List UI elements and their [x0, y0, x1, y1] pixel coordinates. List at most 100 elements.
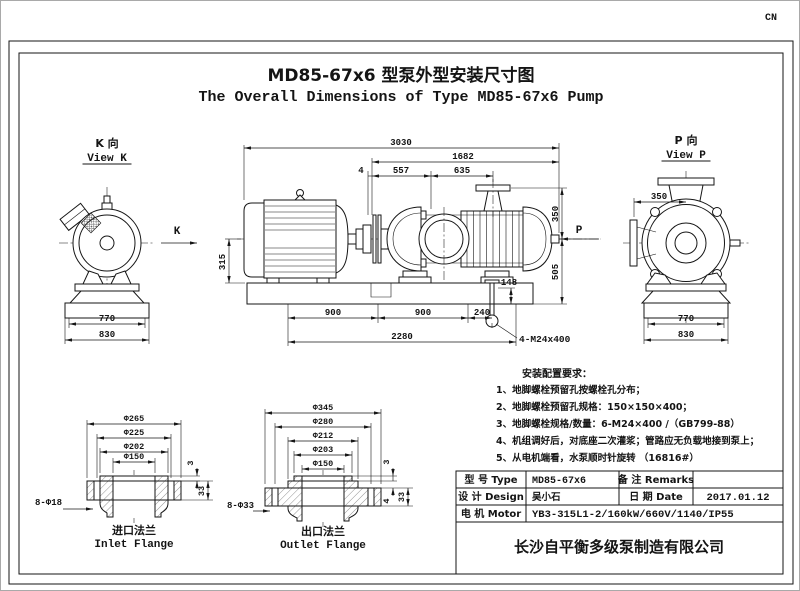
- dim-240: 240: [474, 308, 490, 318]
- inlet-flange-detail: Φ265 Φ225 Φ202 Φ150 8-Φ18 3 33 进口法兰 Inle…: [35, 414, 213, 551]
- dim-2280: 2280: [391, 332, 413, 342]
- motor-shaft-hub: [99, 235, 115, 251]
- dim-p-770: 770: [678, 314, 694, 324]
- drawing-title: MD85-67x6 型泵外型安装尺寸图 The Overall Dimensio…: [198, 65, 603, 106]
- outlet-flange-dimensions: Φ345 Φ280 Φ212 Φ203 Φ150 8-Φ33 3 4 33: [227, 403, 413, 513]
- main-top-dimensions: 3030 1682 4 557 635: [243, 138, 560, 233]
- dim-p-350: 350: [651, 192, 667, 202]
- view-p-dimensions: 350 770 830: [633, 192, 729, 344]
- outlet-flange-detail: Φ345 Φ280 Φ212 Φ203 Φ150 8-Φ33 3 4 33: [227, 403, 413, 552]
- main-right-dimensions: 350 505 148: [498, 187, 567, 305]
- dim-inlet-d202: Φ202: [124, 442, 144, 452]
- motor-foot-left: [266, 277, 280, 284]
- dim-350-main: 350: [551, 206, 561, 222]
- pump-stage-casing: [460, 210, 524, 268]
- k-base-block: [64, 302, 150, 319]
- p-suction-flange: [629, 219, 638, 267]
- corner-language-label: CN: [765, 13, 777, 24]
- date-label: 日 期 Date: [629, 490, 683, 503]
- view-k-title-en: View K: [87, 153, 127, 165]
- note-item-4: 4、机组调好后，对底座二次灌浆；管路应无负载地接到泵上；: [496, 435, 759, 447]
- motor-top-stub-cap: [103, 195, 111, 204]
- view-k-title-zh: K 向: [95, 136, 118, 150]
- dim-inlet-d265: Φ265: [124, 414, 144, 424]
- main-view: 4-M24x400 P 3030 1682 4 557 635: [218, 138, 601, 346]
- pump-discharge-cover: [522, 206, 553, 272]
- dim-outlet-face-3: 3: [382, 459, 392, 464]
- dim-outlet-step-4: 4: [382, 498, 392, 503]
- type-label: 型 号 Type: [464, 473, 517, 486]
- drawing-border: [8, 40, 794, 585]
- shaft-stub: [550, 234, 560, 244]
- main-bottom-dimensions: 900 900 240 2280: [287, 304, 517, 346]
- note-item-2: 2、地脚螺栓预留孔规格：150×150×400；: [496, 401, 692, 413]
- dim-148: 148: [501, 278, 517, 288]
- p-direction-label: P: [576, 225, 583, 237]
- title-zh: MD85-67x6 型泵外型安装尺寸图: [267, 65, 534, 86]
- note-item-1: 1、地脚螺栓预留孔按螺栓孔分布；: [496, 384, 645, 396]
- pump-suction-cover: [386, 206, 422, 272]
- coupling-assembly: [347, 214, 389, 264]
- pump-side-view: [386, 179, 560, 301]
- title-en: The Overall Dimensions of Type MD85-67x6…: [198, 89, 603, 106]
- p-pedestal: [640, 290, 732, 304]
- motor-terminal-box: [59, 202, 90, 232]
- dim-900-left: 900: [325, 308, 341, 318]
- dim-k-830: 830: [99, 330, 115, 340]
- inlet-flange-label-zh: 进口法兰: [112, 523, 156, 537]
- p-discharge-flange: [657, 177, 715, 186]
- dim-p-830: 830: [678, 330, 694, 340]
- motor-side-view: [243, 189, 349, 284]
- dim-outlet-d150: Φ150: [313, 459, 333, 469]
- dim-inlet-d225: Φ225: [124, 428, 144, 438]
- dim-inlet-face-3: 3: [186, 460, 196, 465]
- outlet-flange-label-en: Outlet Flange: [280, 540, 366, 552]
- dim-900-right: 900: [415, 308, 431, 318]
- motor-foot-right: [316, 277, 330, 284]
- motor-value: YB3-315L1-2/160kW/660V/1140/IP55: [532, 509, 734, 521]
- anchor-bolt-label: 4-M24x400: [519, 334, 571, 345]
- inlet-flange-dimensions: Φ265 Φ225 Φ202 Φ150 8-Φ18 3 33: [35, 414, 213, 511]
- installation-notes: 安装配置要求： 1、地脚螺栓预留孔按螺栓孔分布； 2、地脚螺栓预留孔规格：150…: [496, 367, 759, 464]
- motor-label: 电 机 Motor: [461, 507, 521, 520]
- view-p-title-zh: P 向: [675, 133, 698, 147]
- baseplate: [246, 282, 534, 305]
- dim-outlet-33: 33: [397, 492, 407, 502]
- k-base-plate: [74, 283, 140, 292]
- dim-1682: 1682: [452, 152, 474, 162]
- dim-3030: 3030: [390, 138, 412, 148]
- dim-outlet-d212: Φ212: [313, 431, 333, 441]
- dim-k-770: 770: [99, 314, 115, 324]
- notes-heading: 安装配置要求：: [522, 367, 592, 380]
- design-label: 设 计 Design: [458, 490, 524, 503]
- dim-outlet-d345: Φ345: [313, 403, 333, 413]
- dim-505: 505: [551, 264, 561, 280]
- type-value: MD85-67x6: [532, 476, 586, 487]
- outlet-flange-label-zh: 出口法兰: [301, 524, 345, 538]
- dim-315: 315: [218, 254, 228, 270]
- design-value: 吴小石: [532, 491, 561, 503]
- dim-557: 557: [393, 166, 409, 176]
- k-pedestal: [68, 290, 146, 304]
- k-direction-label: K: [174, 226, 181, 238]
- view-p: P 向 View P 350 770 830: [623, 133, 749, 344]
- note-item-3: 3、地脚螺栓规格/数量：6-M24×400 /（GB799-88）: [496, 418, 740, 430]
- company-name: 长沙自平衡多级泵制造有限公司: [514, 538, 724, 556]
- dim-outlet-d203: Φ203: [313, 445, 333, 455]
- note-item-5: 5、从电机端看，水泵顺时针旋转 （16816#）: [496, 452, 699, 464]
- view-p-title-en: View P: [666, 150, 706, 162]
- view-k-dimensions: 770 830: [64, 314, 150, 344]
- inlet-flange-label-en: Inlet Flange: [94, 539, 174, 551]
- dim-635: 635: [454, 166, 470, 176]
- view-k: K 向 View K K 770 830: [59, 136, 197, 344]
- dim-inlet-d150: Φ150: [124, 452, 144, 462]
- motor-nameplate-hatch: [80, 212, 102, 234]
- date-value: 2017.01.12: [706, 492, 769, 504]
- outlet-bolt-label: 8-Φ33: [227, 501, 254, 511]
- main-left-dimension: 315: [218, 238, 245, 284]
- dim-inlet-33: 33: [197, 486, 207, 496]
- title-block: 型 号 Type MD85-67x6 备 注 Remarks 设 计 Desig…: [455, 470, 784, 575]
- p-base-plate: [645, 283, 727, 292]
